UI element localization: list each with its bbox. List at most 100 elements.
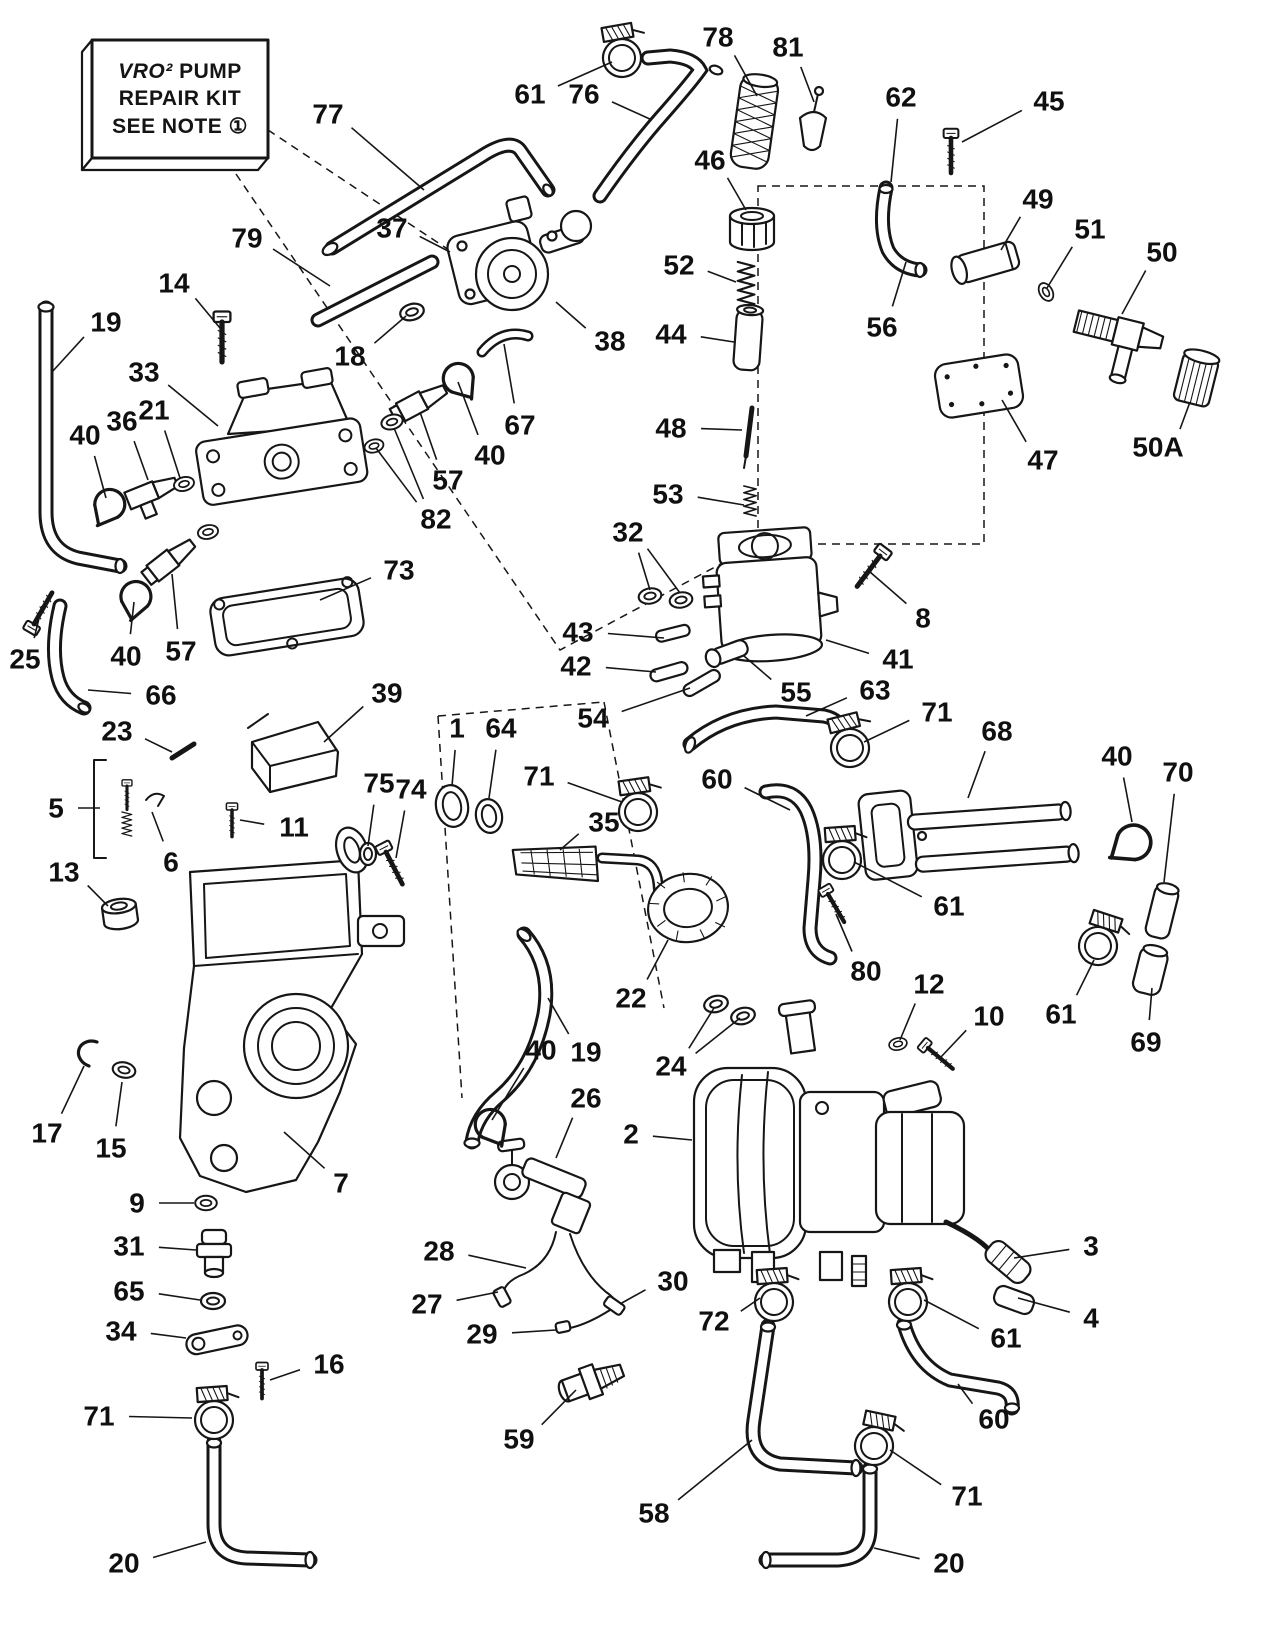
leader-line-13 [87, 884, 109, 907]
leader-line-45 [961, 109, 1023, 143]
note-line-2: REPAIR KIT [118, 87, 242, 111]
callout-48: 48 [655, 413, 686, 444]
hoses [37, 48, 1021, 1570]
callout-62: 62 [885, 82, 916, 113]
callout-40: 40 [69, 420, 100, 451]
leader-line-53 [697, 496, 745, 506]
part-70-tube [1144, 882, 1180, 940]
callout-32: 32 [612, 517, 643, 548]
leader-line-57 [171, 573, 179, 630]
orings-washers [110, 279, 1058, 1311]
leader-line-29 [511, 1329, 557, 1334]
leader-line-1 [451, 749, 456, 787]
leader-line-82 [393, 427, 425, 500]
leader-line-51 [1046, 246, 1073, 289]
leader-line-66 [87, 689, 132, 695]
part-48-needle [743, 405, 755, 469]
part-34-lever [185, 1324, 249, 1356]
callout-58: 58 [638, 1498, 669, 1529]
leader-line-52 [707, 270, 737, 283]
callout-51: 51 [1074, 214, 1105, 245]
leader-line-32 [637, 552, 651, 591]
leader-line-61 [557, 61, 613, 87]
leader-line-15 [115, 1081, 123, 1127]
leader-line-71 [889, 1449, 942, 1486]
leader-line-36 [133, 440, 149, 481]
callout-59: 59 [503, 1424, 534, 1455]
callout-49: 49 [1022, 184, 1053, 215]
part-47-diaphragm-plate [933, 353, 1025, 419]
leader-line-41 [825, 639, 870, 655]
part-37-fuel-pump [446, 195, 593, 312]
note-line-1: VRO² PUMP [118, 58, 242, 85]
callout-57: 57 [432, 465, 463, 496]
callout-71: 71 [523, 761, 554, 792]
note-line-3: SEE NOTE ① [112, 114, 248, 138]
part-6-clip [145, 792, 165, 807]
callout-63: 63 [859, 675, 890, 706]
leader-line-3 [1013, 1248, 1070, 1259]
callout-20: 20 [933, 1548, 964, 1579]
leader-line-64 [488, 749, 497, 799]
leader-line-81 [800, 66, 815, 103]
callout-19: 19 [570, 1037, 601, 1068]
callout-77: 77 [312, 99, 343, 130]
leader-line-61 [923, 1299, 980, 1330]
leader-line-10 [939, 1029, 967, 1059]
part-44-plunger-tube [732, 303, 765, 372]
callout-33: 33 [128, 357, 159, 388]
callout-37: 37 [376, 213, 407, 244]
callout-79: 79 [231, 223, 262, 254]
part-50A-knurled-cap [1172, 348, 1221, 408]
callout-1: 1 [449, 713, 465, 744]
leader-line-82 [375, 447, 418, 503]
part-43-tube [654, 623, 691, 643]
callout-61: 61 [1045, 999, 1076, 1030]
leader-line-21 [163, 430, 181, 479]
callout-76: 76 [568, 79, 599, 110]
vro-brand: VRO² [118, 60, 173, 84]
callout-18: 18 [334, 341, 365, 372]
leader-line-12 [899, 1003, 916, 1041]
callout-31: 31 [113, 1231, 144, 1262]
leader-line-61 [853, 861, 923, 898]
leader-line-20 [152, 1541, 207, 1559]
callout-3: 3 [1083, 1231, 1099, 1262]
callout-27: 27 [411, 1289, 442, 1320]
callout-80: 80 [850, 956, 881, 987]
callout-52: 52 [663, 250, 694, 281]
leader-line-63 [805, 697, 848, 717]
part-73-gasket [209, 576, 365, 657]
leader-line-62 [890, 118, 899, 183]
callout-13: 13 [48, 857, 79, 888]
repair-kit-note-box: VRO² PUMP REPAIR KIT SEE NOTE ① [92, 42, 268, 156]
callout-46: 46 [694, 145, 725, 176]
part-50-fitting-assembly [1072, 309, 1165, 385]
leader-line-42 [605, 666, 657, 673]
leader-line-50 [1121, 270, 1147, 315]
part-5-screw-and-spring [93, 759, 134, 859]
callout-71: 71 [921, 697, 952, 728]
callout-60: 60 [701, 764, 732, 795]
callout-74: 74 [395, 774, 427, 805]
callout-53: 53 [652, 479, 683, 510]
callout-68: 68 [981, 716, 1012, 747]
leader-line-31 [158, 1246, 197, 1251]
callout-71: 71 [83, 1401, 114, 1432]
callout-24: 24 [655, 1051, 687, 1082]
leader-line-61 [1075, 959, 1095, 996]
callout-6: 6 [163, 847, 179, 878]
callout-11: 11 [279, 812, 309, 843]
callout-16: 16 [313, 1349, 344, 1380]
leader-line-22 [646, 939, 669, 980]
part-53-spring-small [743, 485, 757, 517]
leader-line-20 [873, 1547, 920, 1560]
callout-50A: 50A [1132, 432, 1183, 463]
part-41-oil-injection-body [701, 526, 839, 663]
part-35-filter-screen [511, 845, 600, 883]
callout-2: 2 [623, 1119, 639, 1150]
leader-line-40 [457, 381, 479, 436]
leader-line-55 [743, 655, 772, 681]
callout-26: 26 [570, 1083, 601, 1114]
